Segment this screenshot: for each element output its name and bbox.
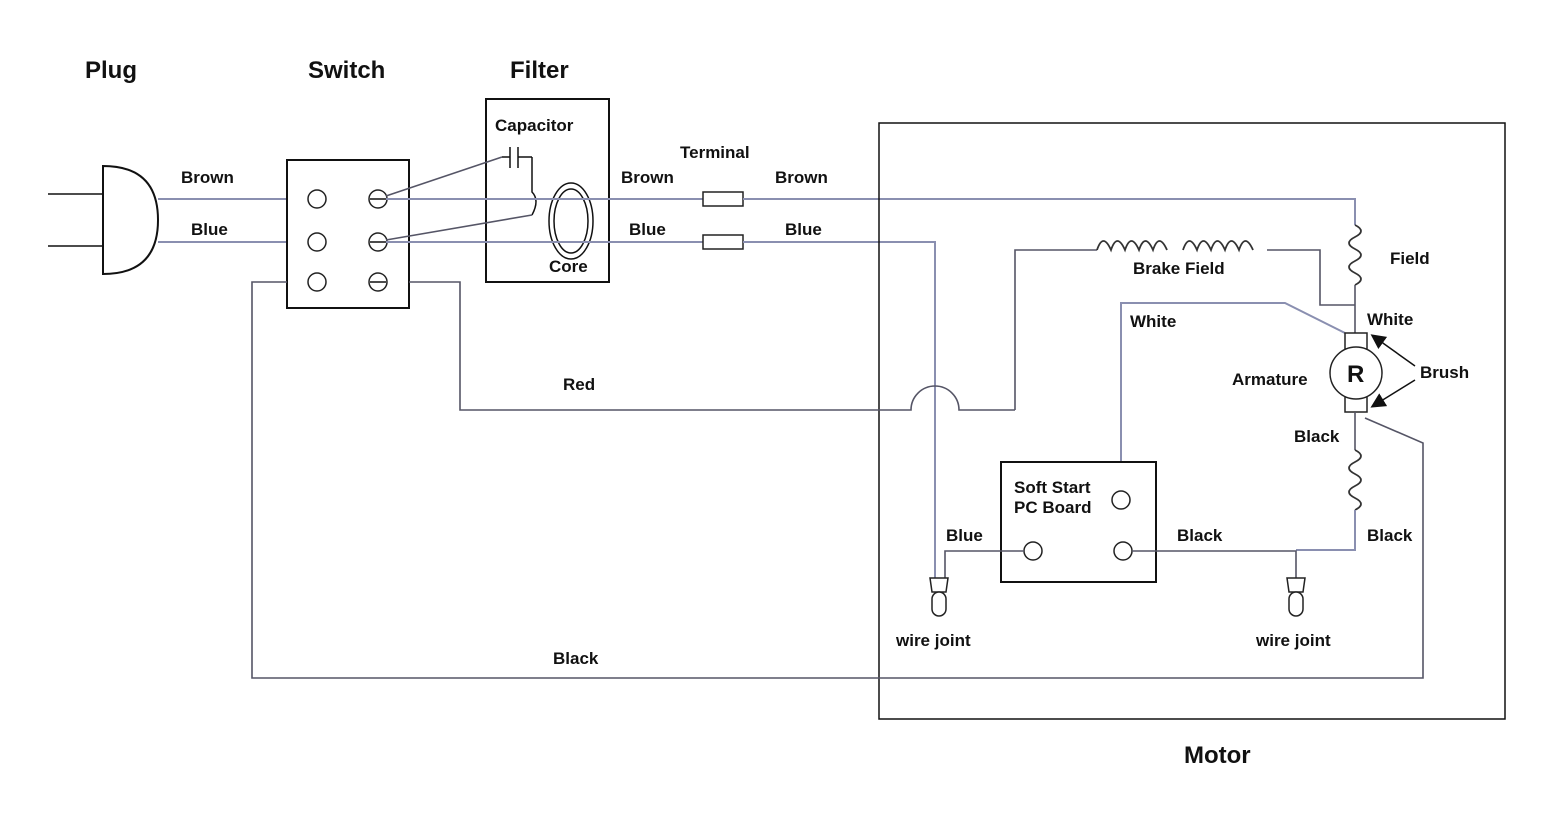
soft-start-label: Soft Start [1014, 478, 1091, 497]
terminal-block [702, 234, 744, 250]
black-board-label: Black [1177, 526, 1223, 545]
wire-joint-icon [929, 577, 949, 617]
capacitor-icon [502, 147, 537, 216]
armature-label: Armature [1232, 370, 1308, 389]
blue-in-label: Blue [191, 220, 228, 239]
switch-terminal [307, 272, 327, 292]
armature-icon: R [1329, 332, 1383, 413]
filter-header: Filter [510, 57, 569, 84]
lower-field-coil-icon [1348, 449, 1362, 511]
brown-out-label: Brown [775, 168, 828, 187]
motor-box [878, 122, 1506, 720]
white-armature-label: White [1367, 310, 1413, 329]
white-board-label: White [1130, 312, 1176, 331]
blue-board-label: Blue [946, 526, 983, 545]
black-right-label: Black [1367, 526, 1413, 545]
motor-header: Motor [1184, 742, 1251, 769]
core-icon [548, 182, 594, 260]
wire-joint-left-label: wire joint [895, 631, 971, 650]
armature-symbol: R [1347, 361, 1364, 388]
plug-header: Plug [85, 57, 137, 84]
blue-out-label: Blue [785, 220, 822, 239]
terminal-block [702, 191, 744, 207]
brush-arrow-icon [1370, 379, 1416, 408]
black-bottom-label: Black [553, 649, 599, 668]
field-coil-icon [1348, 224, 1362, 286]
capacitor-label: Capacitor [495, 116, 574, 135]
wire-joint-right-label: wire joint [1255, 631, 1331, 650]
switch-box [286, 159, 410, 309]
brush-label: Brush [1420, 363, 1469, 382]
pc-board-label: PC Board [1014, 498, 1091, 517]
filter-box [485, 98, 610, 283]
core-label: Core [549, 257, 588, 276]
switch-header: Switch [308, 57, 385, 84]
plug-icon [48, 164, 160, 276]
brake-field-label: Brake Field [1133, 259, 1225, 278]
black-armature-label: Black [1294, 427, 1340, 446]
red-wire-label: Red [563, 375, 595, 394]
brown-mid-label: Brown [621, 168, 674, 187]
brake-field-coil-icon [1096, 240, 1254, 253]
wire-joint-icon [1286, 577, 1306, 617]
field-label: Field [1390, 249, 1430, 268]
blue-mid-label: Blue [629, 220, 666, 239]
brush-arrow-icon [1370, 334, 1416, 367]
brown-in-label: Brown [181, 168, 234, 187]
switch-terminal [307, 189, 327, 209]
switch-terminal [307, 232, 327, 252]
soft-start-pc-board [1000, 461, 1157, 583]
terminal-label: Terminal [680, 143, 750, 162]
